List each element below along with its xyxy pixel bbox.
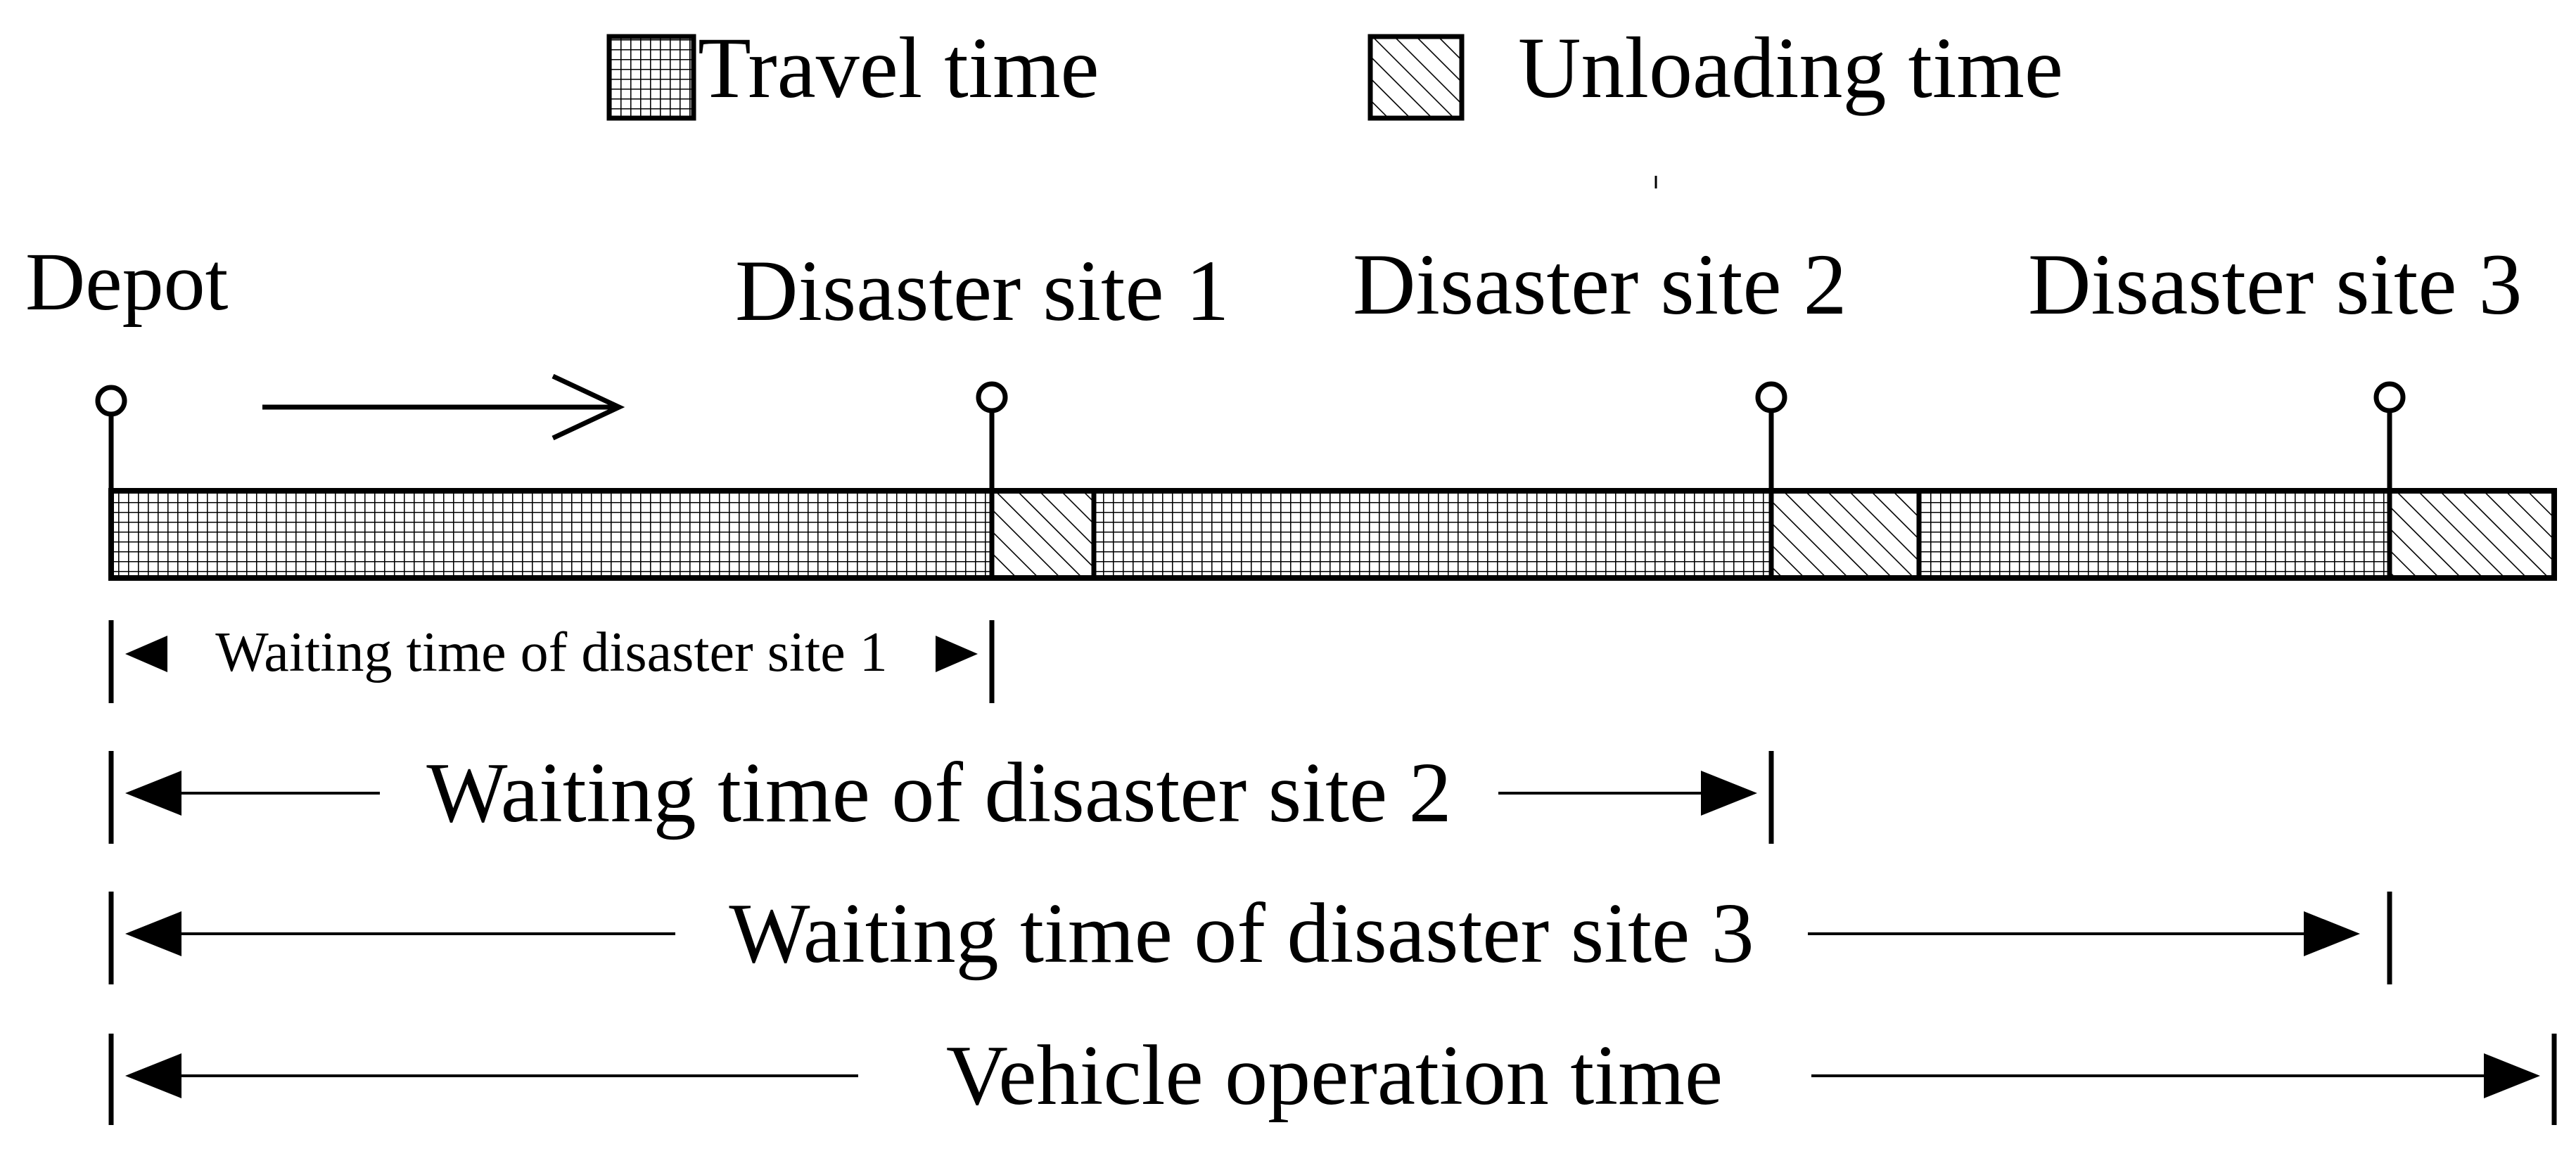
span-label-vehicle-operation: Vehicle operation time bbox=[946, 1028, 1723, 1123]
stop-pin-site3 bbox=[2373, 381, 2406, 491]
stop-label-site3: Disaster site 3 bbox=[2028, 236, 2523, 333]
legend-unloading-label: Unloading time bbox=[1518, 20, 2063, 116]
legend-travel-label: Travel time bbox=[698, 20, 1099, 116]
span-label-waiting-site3: Waiting time of disaster site 3 bbox=[729, 886, 1754, 981]
stop-pin-site2 bbox=[1755, 381, 1787, 491]
span-vehicle-operation: Vehicle operation time bbox=[108, 1028, 2557, 1125]
span-waiting-site2: Waiting time of disaster site 2 bbox=[108, 745, 1774, 844]
stop-label-site1: Disaster site 1 bbox=[735, 243, 1230, 339]
stop-label-depot: Depot bbox=[25, 236, 229, 328]
legend-unloading-swatch bbox=[1367, 34, 1465, 121]
stop-label-site2: Disaster site 2 bbox=[1353, 236, 1847, 333]
stop-pin-site1 bbox=[976, 381, 1008, 491]
segment-unloading-site2 bbox=[1771, 491, 1919, 578]
arrowhead-left bbox=[125, 911, 181, 956]
direction-arrow bbox=[262, 373, 625, 441]
segment-travel-to-site3 bbox=[1919, 491, 2390, 578]
arrowhead-left bbox=[125, 1053, 181, 1098]
arrowhead-right bbox=[1701, 771, 1757, 816]
span-label-waiting-site1: Waiting time of disaster site 1 bbox=[215, 622, 888, 683]
segment-travel-to-site1 bbox=[111, 491, 992, 578]
legend-travel-swatch bbox=[606, 34, 696, 121]
span-label-waiting-site2: Waiting time of disaster site 2 bbox=[426, 745, 1451, 840]
span-waiting-site3: Waiting time of disaster site 3 bbox=[108, 886, 2392, 984]
timeline-bar bbox=[108, 488, 2557, 581]
span-waiting-site1: Waiting time of disaster site 1 bbox=[108, 620, 995, 703]
arrowhead-left bbox=[125, 636, 167, 672]
arrowhead-left bbox=[125, 771, 181, 816]
arrowhead-right bbox=[2304, 911, 2360, 956]
arrowhead-right bbox=[2484, 1053, 2540, 1098]
stop-pin-depot bbox=[95, 385, 127, 491]
legend: Travel time Unloading time bbox=[606, 20, 2063, 121]
segment-travel-to-site2 bbox=[1094, 491, 1771, 578]
segment-unloading-site1 bbox=[992, 491, 1094, 578]
arrowhead-right bbox=[936, 636, 978, 672]
segment-unloading-site3 bbox=[2390, 491, 2554, 578]
